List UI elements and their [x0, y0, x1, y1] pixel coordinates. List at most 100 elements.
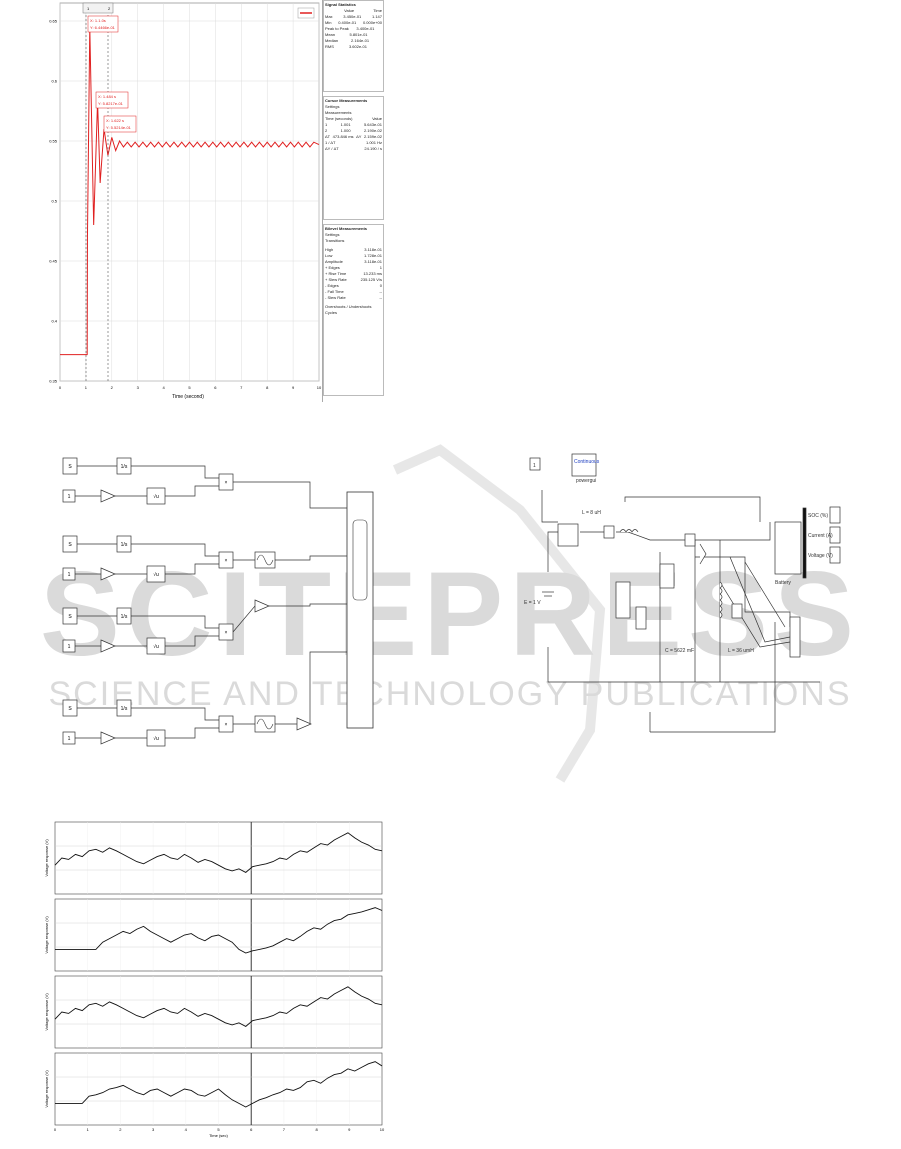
integrator-block[interactable]	[116, 607, 132, 625]
signal-stats-title[interactable]: Signal Statistics	[325, 2, 356, 7]
bilevel-transitions[interactable]: Transitions	[325, 238, 345, 243]
panel-cell: 1	[325, 122, 328, 127]
output-gain-block[interactable]	[254, 599, 270, 613]
panel-cell: 1.000	[340, 128, 351, 133]
stacked-series	[55, 907, 383, 954]
sqrt-block[interactable]	[146, 729, 166, 747]
circuit-product[interactable]	[731, 603, 743, 619]
panel-cell: --	[379, 295, 382, 300]
coil-label: L = 36 umH	[728, 648, 754, 654]
sqrt-block[interactable]	[146, 565, 166, 583]
product-block[interactable]	[218, 715, 234, 733]
battery-block[interactable]	[774, 521, 802, 575]
cap-label: C = 5622 mF	[665, 648, 694, 654]
integrator-block[interactable]	[116, 699, 132, 717]
panel-cell: --	[379, 289, 382, 294]
step-block[interactable]	[62, 535, 78, 553]
panel-cell: 235.125 V/s	[360, 277, 382, 282]
constant-block[interactable]	[62, 567, 76, 581]
cursor-handle-box[interactable]	[82, 2, 114, 14]
circuit-constant[interactable]	[529, 457, 541, 471]
source-label: E = 1 V	[524, 600, 541, 606]
panel-cell: 1.728e-01	[363, 253, 382, 258]
powergui-block[interactable]	[571, 453, 597, 477]
cursor-meas-settings[interactable]: Settings	[325, 104, 340, 109]
integrator-block[interactable]	[116, 457, 132, 475]
gain-block[interactable]	[100, 567, 116, 581]
product-block[interactable]	[218, 623, 234, 641]
bilevel-title[interactable]: Bilevel Measurements	[325, 226, 368, 231]
scope-out-3[interactable]	[829, 546, 841, 564]
step-block[interactable]	[62, 457, 78, 475]
cursor-tag-1: 1	[87, 6, 90, 11]
circuit-relay[interactable]	[659, 563, 675, 589]
gain-block[interactable]	[100, 489, 116, 503]
constant-block[interactable]	[62, 731, 76, 745]
panel-cell: + Edges	[325, 265, 340, 270]
out-label-soc: SOC (%)	[808, 513, 828, 519]
integrator-block-label: 1/s	[121, 614, 128, 620]
cursor-meas-title[interactable]: Cursor Measurements	[325, 98, 368, 103]
product-block-label: ×	[225, 630, 228, 636]
panel-cell: 0	[379, 283, 382, 288]
svg-text:X: 1.1.0s: X: 1.1.0s	[90, 18, 106, 23]
panel-cell: High	[325, 247, 334, 252]
bilevel-footer-overshoots[interactable]: Overshoots / Undershoots	[325, 304, 372, 309]
cursor-meas-measurements[interactable]: Measurements	[325, 110, 352, 115]
stacked-x-tick: 10	[380, 1127, 385, 1132]
panel-cell: Value	[372, 116, 382, 121]
stacked-x-tick: 3	[152, 1127, 155, 1132]
integrator-block[interactable]	[116, 535, 132, 553]
constant-block[interactable]	[62, 489, 76, 503]
gain-block[interactable]	[100, 639, 116, 653]
scope-out-1[interactable]	[829, 506, 841, 524]
sqrt-block[interactable]	[146, 487, 166, 505]
panel-cell: 0.400e-01	[338, 20, 357, 25]
gain-block[interactable]	[100, 731, 116, 745]
stacked-x-tick: 9	[348, 1127, 351, 1132]
bilevel-settings[interactable]: Settings	[325, 232, 340, 237]
scope-signal-line	[60, 26, 320, 356]
bilevel-footer-cycles[interactable]: Cycles	[325, 310, 338, 315]
circuit-sum[interactable]	[684, 533, 696, 547]
panel-cell: Amplitude	[325, 259, 343, 264]
step-block[interactable]	[62, 699, 78, 717]
product-block-label: ×	[225, 480, 228, 486]
scope-out-2[interactable]	[829, 526, 841, 544]
circuit-switch-block[interactable]	[557, 523, 579, 547]
stacked-y-label: Voltage response (V)	[44, 839, 49, 877]
scope-y-tick: 0.4	[51, 319, 57, 324]
circuit-measure[interactable]	[603, 525, 615, 539]
circuit-blocks	[529, 453, 841, 658]
product-block[interactable]	[218, 473, 234, 491]
panel-cell: Peak to Peak	[325, 26, 349, 31]
panel-cell: - Slew Rate	[325, 295, 346, 300]
panel-cell: 3.450e-01	[343, 14, 362, 19]
circuit-cap-block[interactable]	[635, 606, 647, 630]
cursor-label-3: X: 1.622 s Y: 5.5214e-01	[103, 115, 137, 133]
stacked-x-tick: 5	[217, 1127, 220, 1132]
scope-x-tick: 8	[266, 385, 269, 390]
circuit-mux[interactable]	[789, 616, 801, 658]
output-gain-block[interactable]	[296, 717, 312, 731]
step-block[interactable]	[62, 607, 78, 625]
circuit-sensor[interactable]	[615, 581, 631, 619]
panel-cell: 1.147	[371, 14, 382, 19]
svg-text:X: 1.484 s: X: 1.484 s	[98, 94, 116, 99]
constant-block[interactable]	[62, 639, 76, 653]
product-block[interactable]	[218, 551, 234, 569]
sqrt-block[interactable]	[146, 637, 166, 655]
stacked-x-tick: 2	[119, 1127, 122, 1132]
